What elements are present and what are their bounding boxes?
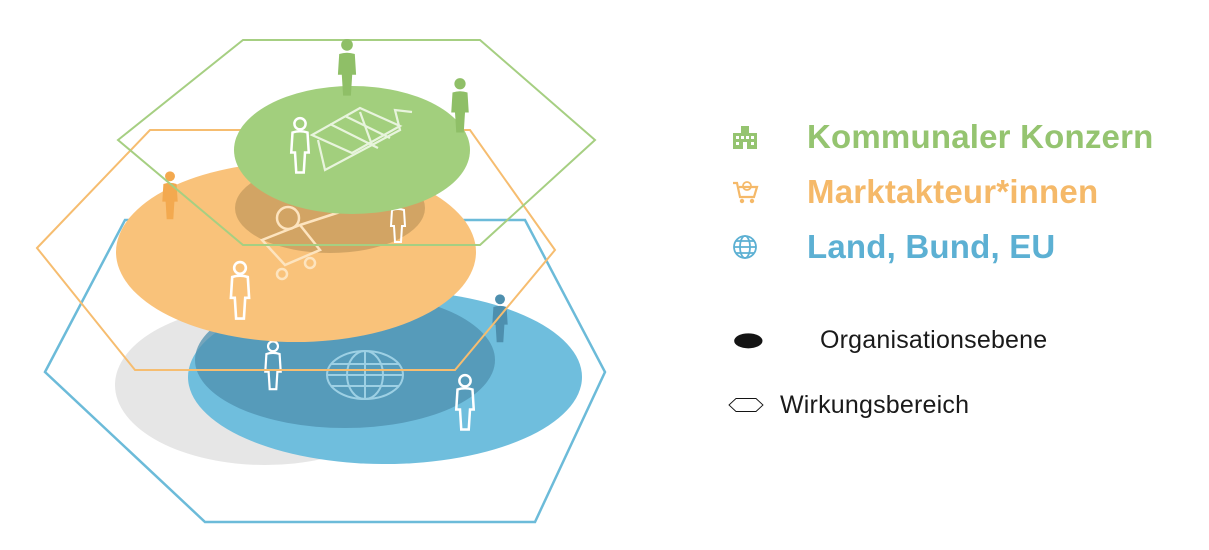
legend-label-kommunaler-konzern: Kommunaler Konzern — [807, 118, 1154, 155]
globe-icon — [725, 230, 765, 264]
legend-label-wirkungsbereich: Wirkungsbereich — [780, 390, 970, 419]
orange-hexagon — [35, 129, 557, 371]
hexagon-icon — [725, 388, 765, 422]
legend-label-marktakteurinnen: Marktakteur*innen — [807, 173, 1099, 210]
blue-hexagon — [43, 218, 607, 524]
globe-icon — [326, 350, 404, 400]
legend-item-kommunaler-konzern: Kommunaler Konzern — [725, 118, 1153, 156]
legend-item-wirkungsbereich: Wirkungsbereich — [725, 388, 969, 422]
shopping-cart-icon — [725, 175, 765, 209]
green-hexagon — [116, 39, 597, 246]
building-icon — [725, 120, 765, 154]
legend-label-land-bund-eu: Land, Bund, EU — [807, 228, 1056, 265]
legend-label-organisationsebene: Organisationsebene — [820, 325, 1048, 354]
legend-item-marktakteurinnen: Marktakteur*innen — [725, 173, 1098, 211]
ellipse-icon — [725, 323, 765, 357]
green-ellipse — [234, 86, 470, 214]
building-icon — [309, 106, 413, 172]
legend-item-land-bund-eu: Land, Bund, EU — [725, 228, 1055, 266]
cart-icon — [259, 205, 341, 281]
legend-item-organisationsebene: Organisationsebene — [725, 323, 1047, 357]
